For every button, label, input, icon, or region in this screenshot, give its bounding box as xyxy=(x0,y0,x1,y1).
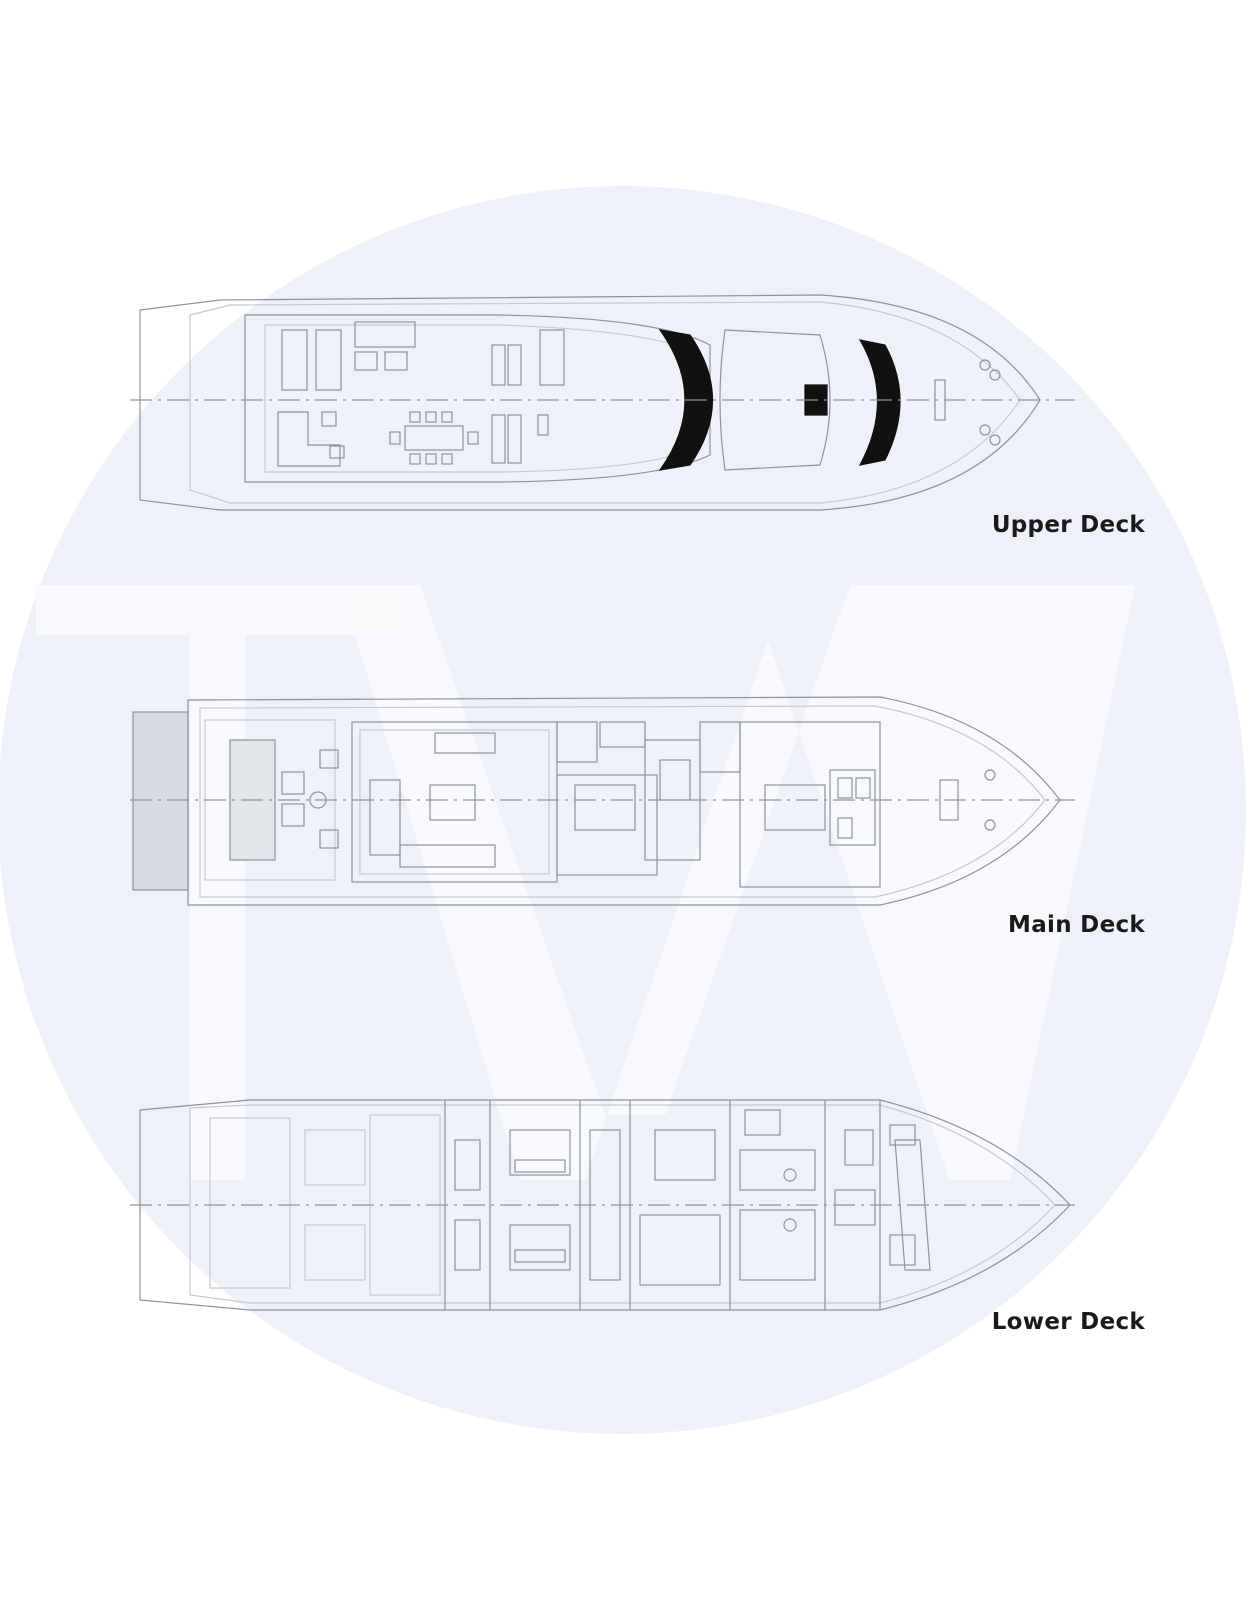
lower-deck-label: Lower Deck xyxy=(991,1309,1145,1335)
upper-deck-label: Upper Deck xyxy=(991,512,1145,538)
upper-deck-plan xyxy=(130,294,1075,511)
main-deck-plan xyxy=(130,696,1075,906)
main-deck-label: Main Deck xyxy=(1008,912,1145,938)
watermark-logo xyxy=(36,585,1195,1180)
lower-deck-plan xyxy=(130,1099,1075,1311)
